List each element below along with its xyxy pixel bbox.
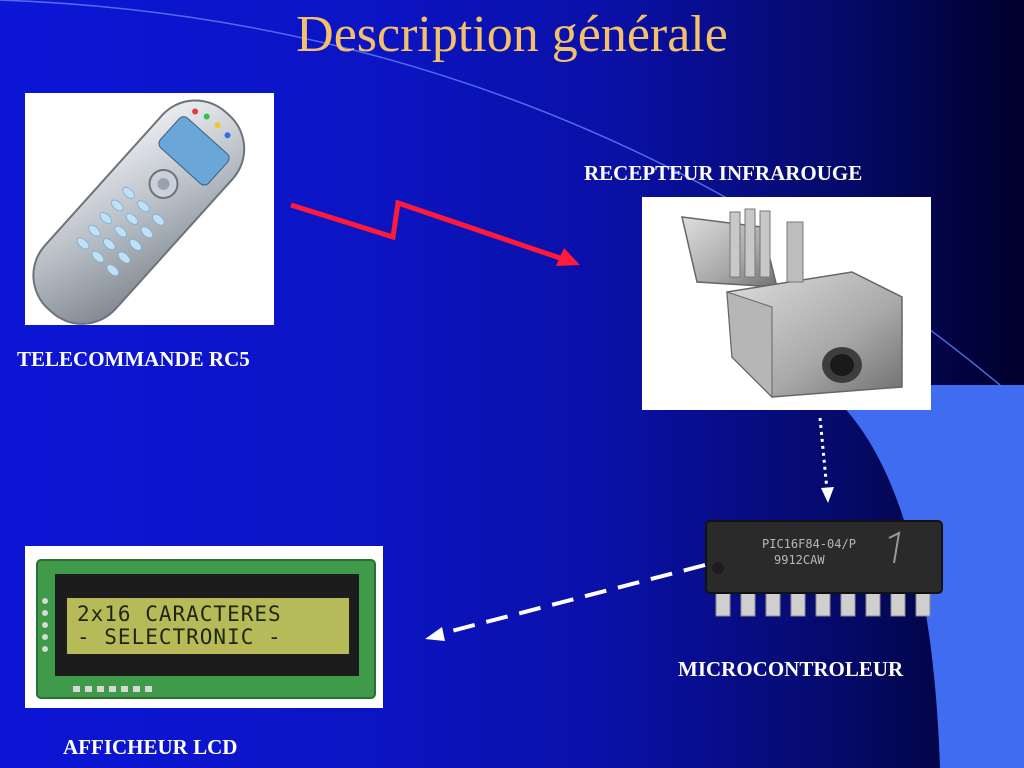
- ir-signal-arrowhead: [556, 248, 580, 266]
- lcd-label: AFFICHEUR LCD: [63, 735, 238, 759]
- remote-control-image: [25, 93, 274, 325]
- lcd-display-icon: 2x16 CARACTERES - SELECTRONIC -: [36, 559, 376, 699]
- lcd-line-1: 2x16 CARACTERES: [77, 602, 282, 626]
- receiver-image: [642, 197, 931, 410]
- lcd-image: 2x16 CARACTERES - SELECTRONIC -: [25, 546, 383, 708]
- chip-marking-line-1: PIC16F84-04/P: [762, 537, 856, 551]
- receiver-to-mcu-arrowhead: [821, 487, 834, 503]
- slide-title: Description générale: [296, 6, 728, 63]
- microcontroller-image: PIC16F84-04/P 9912CAW: [704, 518, 950, 624]
- remote-label: TELECOMMANDE RC5: [17, 347, 250, 371]
- remote-control-icon: [32, 99, 246, 325]
- microchip-icon: PIC16F84-04/P 9912CAW: [705, 520, 943, 617]
- receiver-label: RECEPTEUR INFRAROUGE: [584, 161, 863, 185]
- microcontroller-label: MICROCONTROLEUR: [678, 657, 904, 681]
- lcd-line-2: - SELECTRONIC -: [77, 625, 282, 649]
- chip-marking-line-2: 9912CAW: [774, 553, 825, 567]
- mcu-to-lcd-arrowhead: [425, 627, 445, 641]
- ir-receiver-icon: [681, 208, 903, 399]
